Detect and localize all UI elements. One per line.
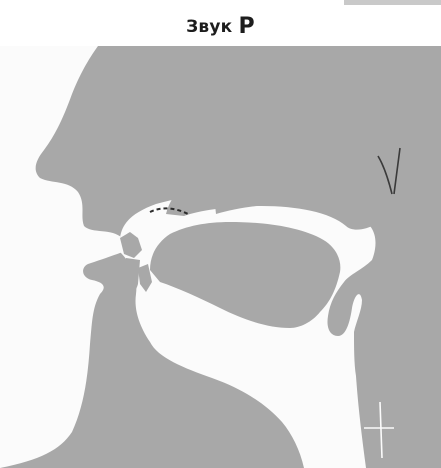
title-text: Звук — [186, 17, 238, 37]
articulation-diagram — [0, 46, 441, 468]
page-title: Звук Р — [0, 14, 441, 39]
sound-letter: Р — [239, 14, 255, 39]
corner-tab — [344, 0, 441, 5]
